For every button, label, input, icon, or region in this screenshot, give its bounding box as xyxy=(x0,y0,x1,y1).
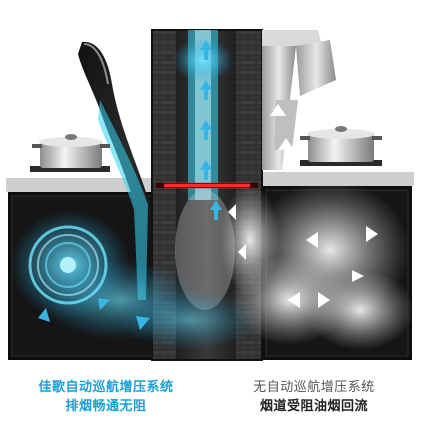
captions-area: 佳歌自动巡航增压系统 排烟畅通无阻 无自动巡航增压系统 烟道受阻油烟回流 xyxy=(0,372,421,425)
caption-left-line1: 佳歌自动巡航增压系统 xyxy=(38,380,174,395)
backflow-arrow-icon xyxy=(228,104,378,308)
caption-left-line2: 排烟畅通无阻 xyxy=(65,399,147,414)
smoke-icon xyxy=(220,180,415,350)
caption-with-system: 佳歌自动巡航增压系统 排烟畅通无阻 xyxy=(6,378,206,416)
fan-icon xyxy=(28,225,108,305)
scene-illustration xyxy=(6,29,415,361)
airflow-column xyxy=(173,30,233,200)
shaft-lower-smoke xyxy=(175,190,235,310)
airflow-arrow-icon xyxy=(38,40,222,330)
caption-without-system: 无自动巡航增压系统 烟道受阻油烟回流 xyxy=(214,378,414,416)
pot-icon xyxy=(300,126,382,166)
pot-icon xyxy=(30,134,110,172)
caption-right-line1: 无自动巡航增压系统 xyxy=(253,380,375,395)
valve-indicator xyxy=(156,182,258,189)
caption-right-line2: 烟道受阻油烟回流 xyxy=(259,399,368,414)
